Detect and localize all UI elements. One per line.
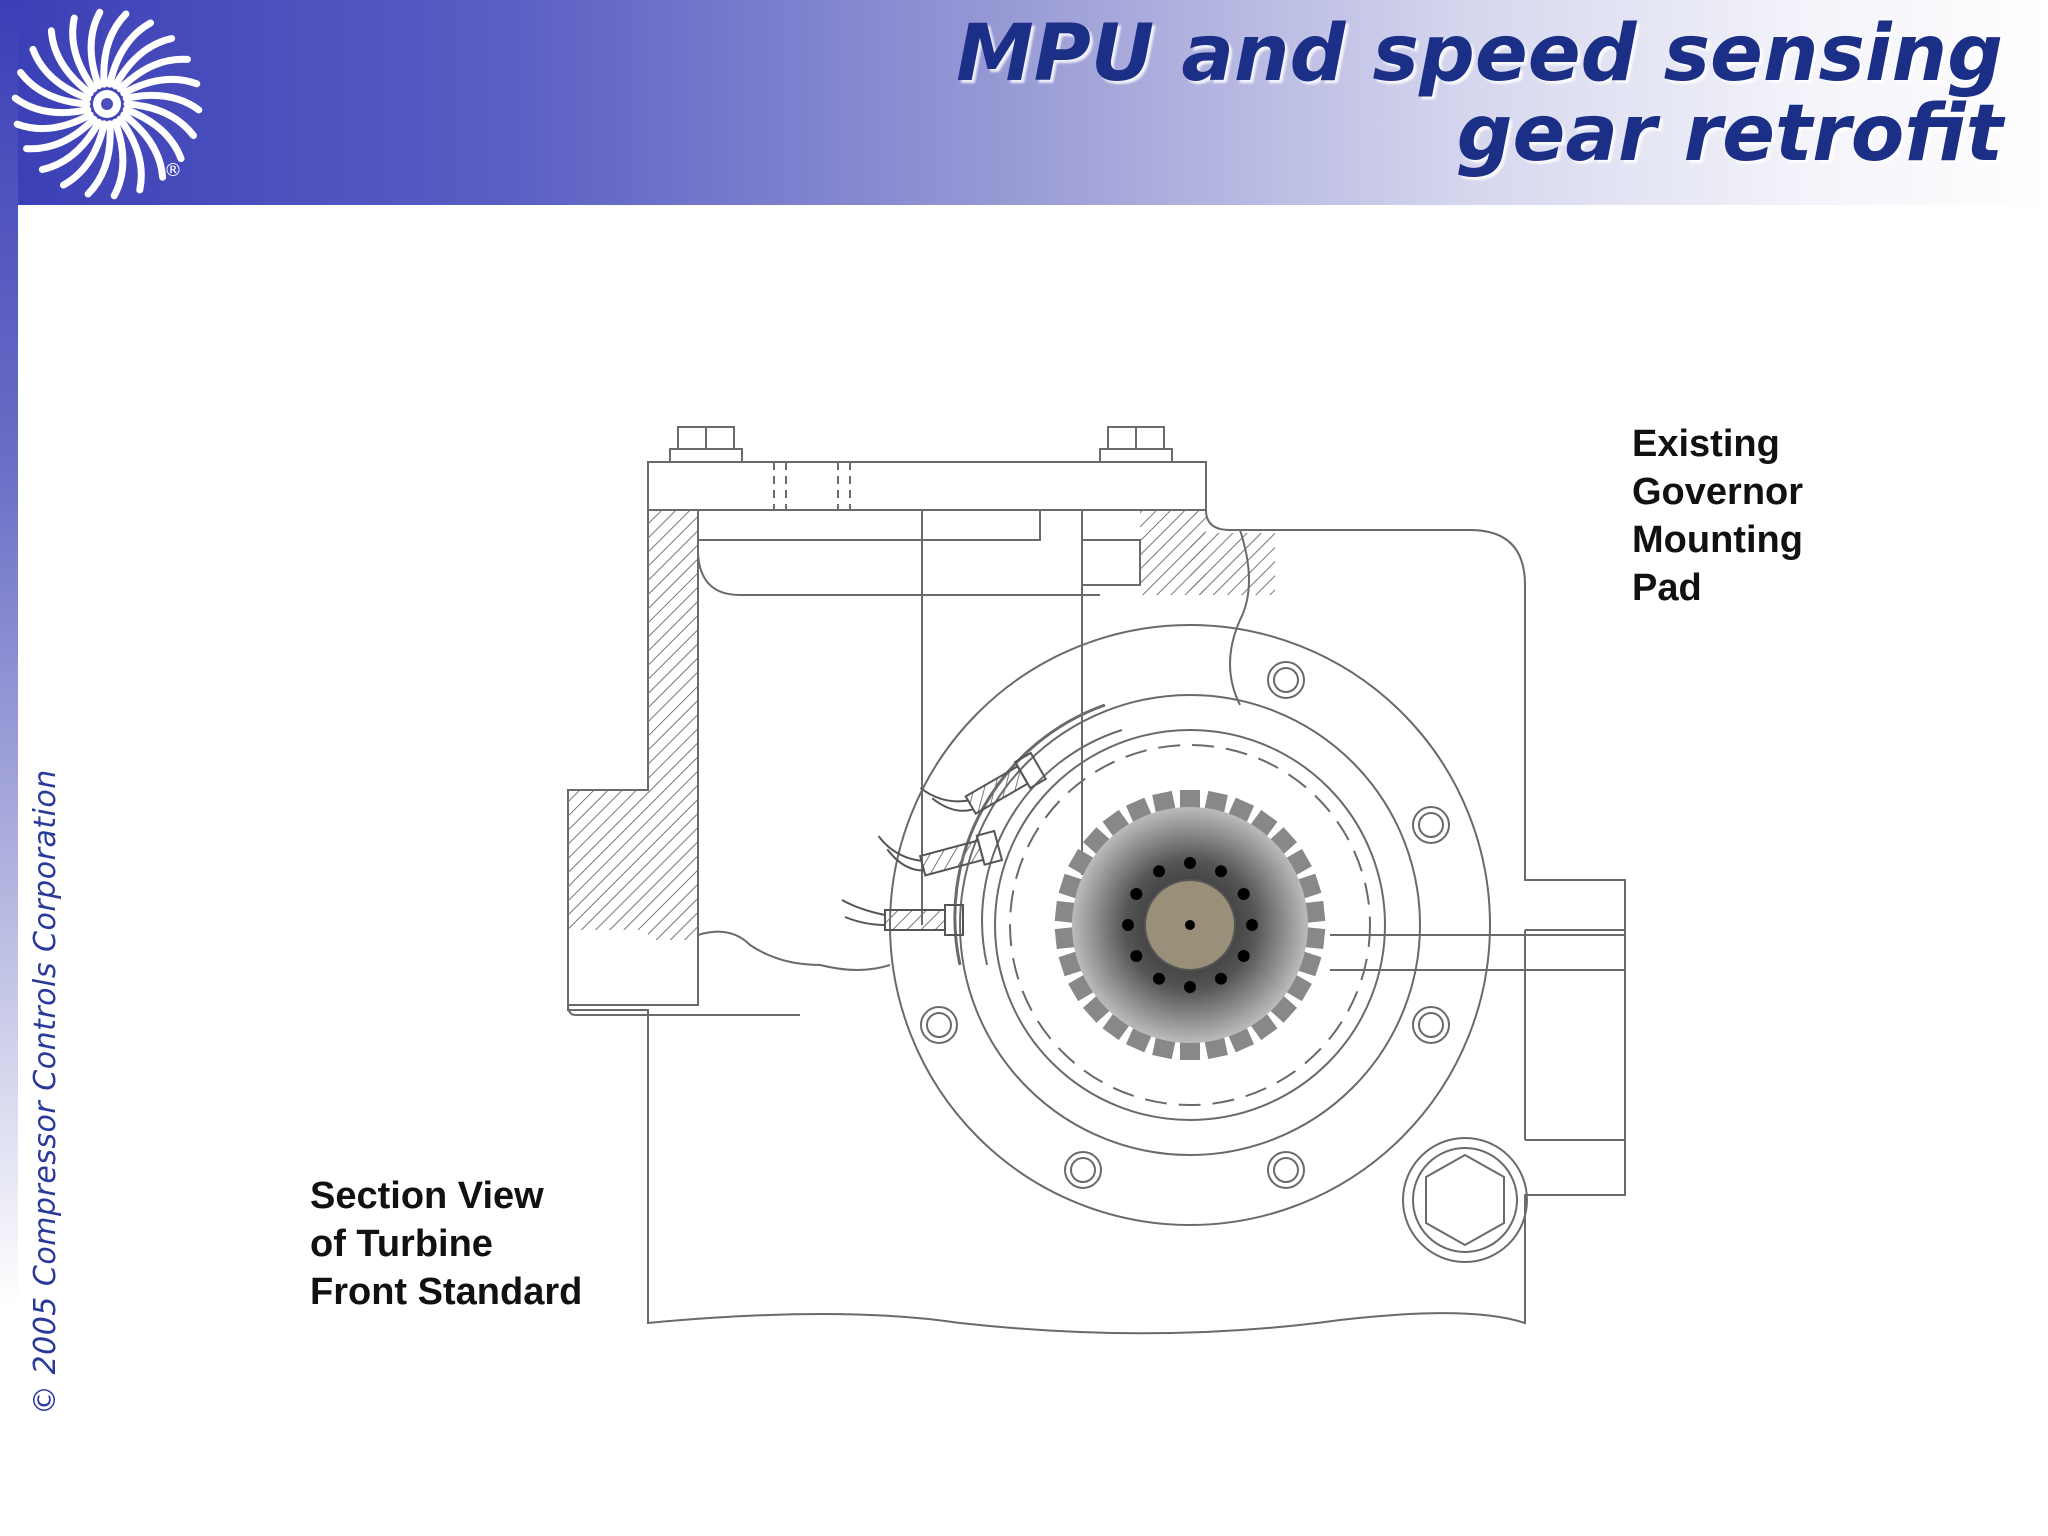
gear-bolt (1184, 981, 1196, 993)
pad-bolt-right (1099, 426, 1173, 463)
logo-blade (84, 120, 114, 198)
gear-bolt (1237, 950, 1250, 962)
logo-blade (59, 120, 108, 189)
logo-blade (120, 111, 167, 181)
label-line: Existing (1632, 423, 1780, 465)
logo-blade (106, 19, 155, 88)
logo-blade (120, 75, 201, 97)
sidebar-strip (0, 0, 18, 1536)
pad-bolt-left (669, 426, 851, 510)
speed-sensing-gear (994, 729, 1386, 1121)
logo-blade (47, 27, 94, 97)
gear-bolt (1237, 888, 1250, 900)
label-line: Governor (1632, 471, 1804, 513)
shaft-gear (1054, 790, 1326, 1060)
gear-bolt (1130, 888, 1143, 900)
logo-blade (29, 45, 92, 102)
mpu-probe-1 (919, 751, 1048, 816)
governor-pad-label: Existing Governor Mounting Pad (1632, 420, 1803, 612)
gear-bolt (1215, 865, 1227, 878)
logo-blade (87, 8, 104, 90)
registered-mark: ® (164, 160, 182, 181)
label-line: Mounting (1632, 519, 1803, 561)
content-panel (18, 205, 2048, 1536)
gear-bolt (1153, 972, 1165, 985)
logo-blade (111, 34, 176, 90)
logo-blade (116, 115, 145, 194)
mpu-probe-3 (841, 899, 964, 936)
gear-bolt (1153, 865, 1165, 878)
label-line: of Turbine (310, 1223, 493, 1265)
logo-blade (23, 115, 98, 153)
gear-bolt (1184, 857, 1196, 869)
section-view-label: Section View of Turbine Front Standard (310, 1172, 582, 1316)
logo-blade (122, 106, 185, 163)
mpu-probe-2 (877, 829, 1004, 877)
gear-bolt (1122, 919, 1134, 931)
logo-blade (11, 94, 92, 117)
gear-bolt (1215, 972, 1227, 985)
logo-blade (38, 118, 103, 174)
page-title: MPU and speed sensing gear retrofit (703, 14, 2003, 174)
title-line-1: MPU and speed sensing (956, 9, 2003, 99)
logo-blade (122, 91, 203, 114)
turbine-section-diagram (567, 426, 1626, 1335)
logo-blade (116, 55, 191, 93)
drain-plug (1402, 1137, 1528, 1263)
label-line: Pad (1632, 567, 1702, 609)
mpu-probes (841, 751, 1048, 936)
header-banner (0, 0, 2048, 205)
logo-turbine-icon (11, 8, 203, 200)
logo-blade (110, 118, 127, 200)
label-line: Front Standard (310, 1271, 583, 1313)
logo-blade (17, 68, 91, 108)
copyright-text: © 2005 Compressor Controls Corporation (28, 769, 63, 1415)
company-logo: ® (11, 8, 203, 200)
logo-blade (13, 111, 94, 133)
gear-bolt (1130, 950, 1143, 962)
logo-blade (123, 100, 197, 140)
flange-bolt-holes (920, 661, 1450, 1189)
mounting-pad-plate (647, 461, 1207, 511)
logo-blade (100, 10, 130, 88)
gear-bolt (1246, 919, 1258, 931)
label-line: Section View (310, 1175, 544, 1217)
logo-blade (69, 14, 98, 93)
title-line-2: gear retrofit (1456, 89, 2003, 179)
